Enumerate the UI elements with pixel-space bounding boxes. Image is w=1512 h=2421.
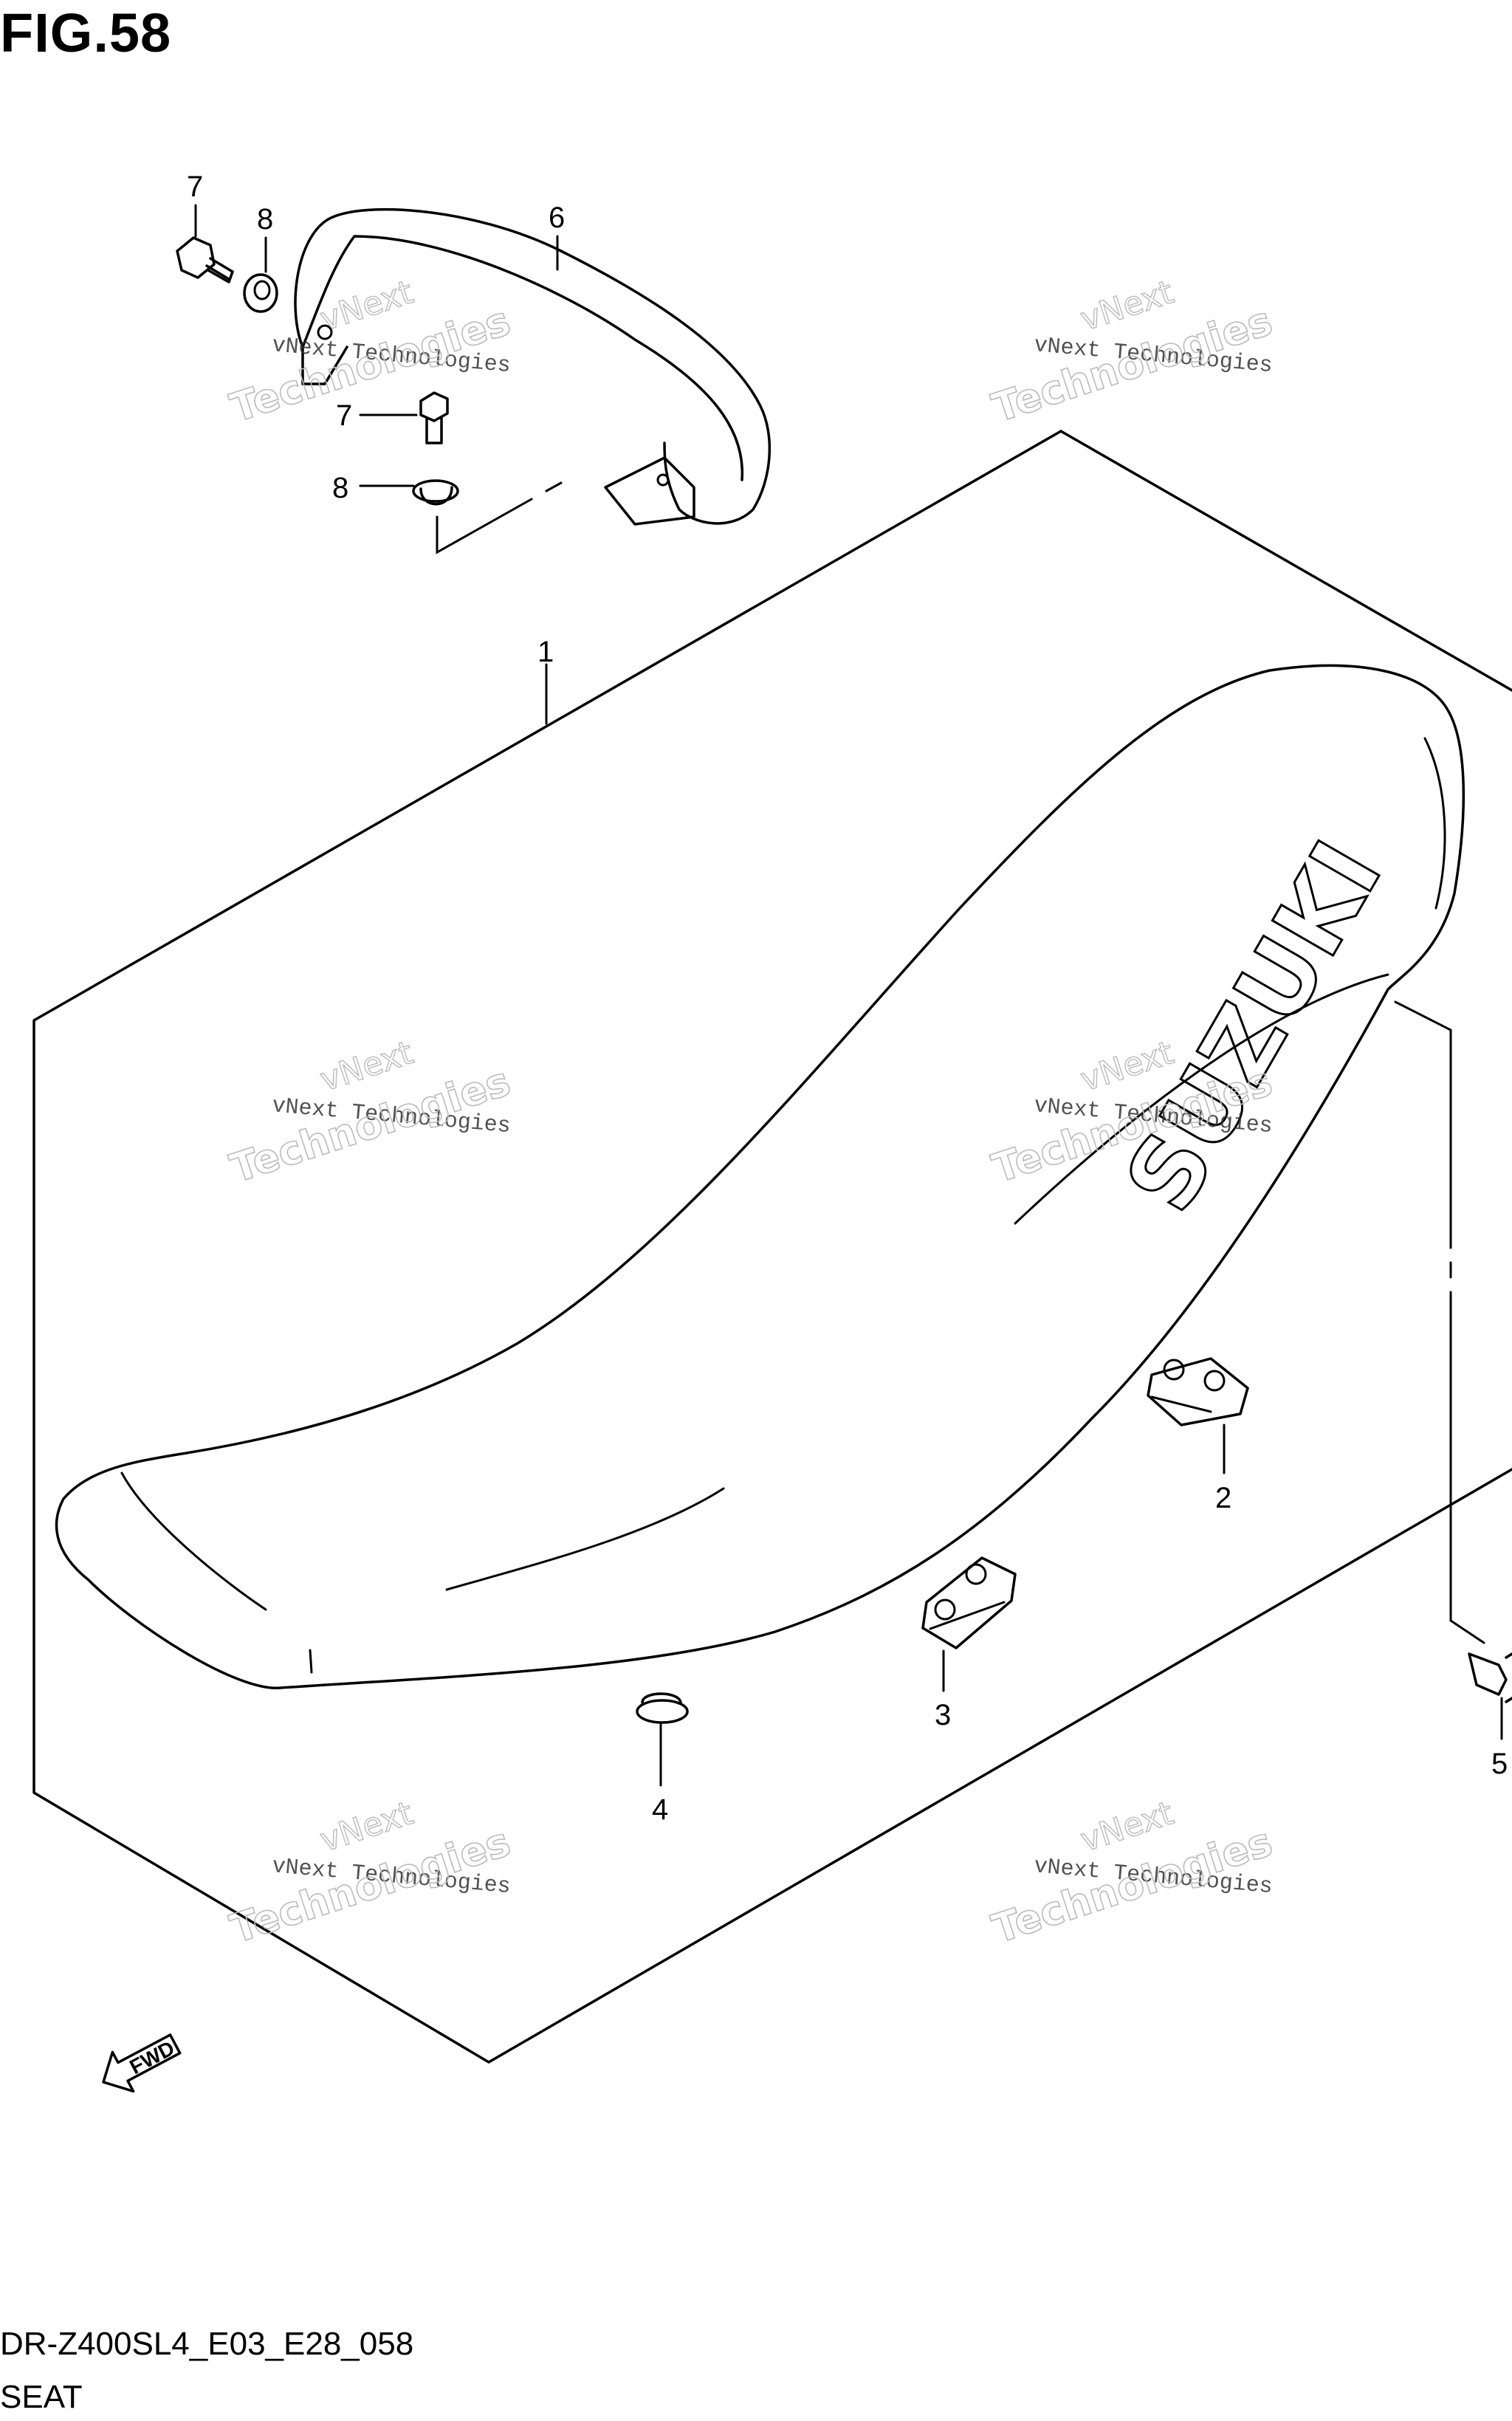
callout-number: 4 [652, 1793, 668, 1826]
clip-icon [1147, 1357, 1249, 1426]
callout-number: 2 [1215, 1482, 1231, 1514]
svg-text:vNext: vNext [1076, 273, 1178, 338]
callout-number: 8 [257, 203, 273, 236]
watermark: vNext vNext Technologies Technologies [224, 1034, 517, 1193]
callout-6: 6 [549, 202, 565, 271]
grommet-icon [412, 479, 459, 506]
leader-line [1449, 1291, 1485, 1644]
fwd-label: FWD [126, 2036, 179, 2078]
watermark: vNext vNext Technologies Technologies [986, 273, 1279, 433]
diagram-code: DR-Z400SL4_E03_E28_058 [0, 2326, 414, 2362]
assembly-outline [32, 430, 1512, 2064]
watermark: vNext vNext Technologies Technologies [224, 1794, 517, 1954]
leader-line [545, 481, 563, 492]
callout-4: 4 [652, 1722, 668, 1826]
grommet-icon [243, 273, 278, 313]
callout-number: 6 [549, 202, 565, 234]
bolt-icon [419, 391, 449, 444]
seat [55, 664, 1465, 1689]
callout-7b: 7 [336, 399, 418, 432]
leader-line [436, 498, 533, 554]
callout-8b: 8 [332, 472, 415, 504]
leader-line [1394, 1000, 1452, 1249]
callout-number: 7 [336, 399, 352, 432]
bolt-icon [176, 236, 234, 284]
callout-number: 8 [332, 472, 348, 504]
svg-text:vNext: vNext [316, 1794, 418, 1859]
svg-text:vNext: vNext [316, 1034, 418, 1099]
callout-number: 5 [1491, 1748, 1508, 1780]
grab-handle [294, 207, 772, 526]
diagram-name: SEAT [0, 2379, 83, 2415]
callout-number: 1 [537, 636, 554, 668]
svg-text:vNext: vNext [1076, 1794, 1178, 1859]
callout-1: 1 [537, 636, 554, 725]
callout-8a: 8 [257, 203, 273, 273]
callout-number: 3 [935, 1699, 951, 1731]
watermark: vNext vNext Technologies Technologies [986, 1794, 1279, 1954]
svg-text:vNext: vNext [316, 273, 418, 338]
bolt-icon [1468, 1652, 1512, 1703]
callout-3: 3 [935, 1649, 951, 1731]
callout-5: 5 [1491, 1697, 1508, 1780]
callout-number: 7 [187, 171, 203, 203]
watermark: vNext vNext Technologies Technologies [224, 273, 517, 433]
clip-icon [921, 1556, 1017, 1649]
suzuki-logo: SUZUKI [1104, 823, 1403, 1230]
figure-title: FIG.58 [0, 2, 172, 63]
callout-7a: 7 [187, 171, 203, 238]
fwd-arrow-icon: FWD [102, 2033, 182, 2093]
callout-2: 2 [1215, 1424, 1231, 1514]
cushion-icon [636, 1692, 689, 1724]
